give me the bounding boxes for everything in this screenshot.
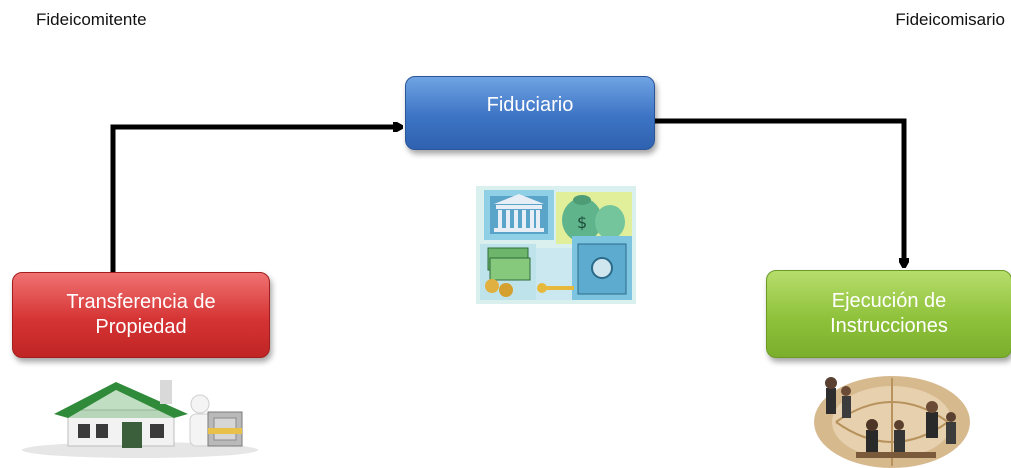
house-deed-icon [22, 380, 258, 458]
transferencia-line2: Propiedad [95, 316, 187, 338]
ejecucion-line1: Ejecución de [831, 290, 947, 312]
arrow-fiduciario-to-ejecucion [655, 118, 904, 266]
money-bank-clipart-icon: $ [476, 186, 636, 304]
fiduciario-box-label: Fiduciario [486, 94, 574, 116]
arrow-transfer-to-fiduciario [110, 127, 401, 272]
ejecucion-box: Ejecución de Instrucciones [766, 270, 1011, 358]
business-people-globe-icon [814, 376, 970, 468]
transferencia-line1: Transferencia de [66, 291, 216, 313]
ejecucion-line2: Instrucciones [830, 315, 948, 337]
svg-text:$: $ [577, 213, 587, 232]
transferencia-box: Transferencia de Propiedad [12, 272, 270, 358]
fideicomisario-label: Fideicomisario [895, 10, 1005, 29]
fideicomitente-label: Fideicomitente [36, 10, 147, 29]
fiduciario-box: Fiduciario [405, 76, 655, 150]
